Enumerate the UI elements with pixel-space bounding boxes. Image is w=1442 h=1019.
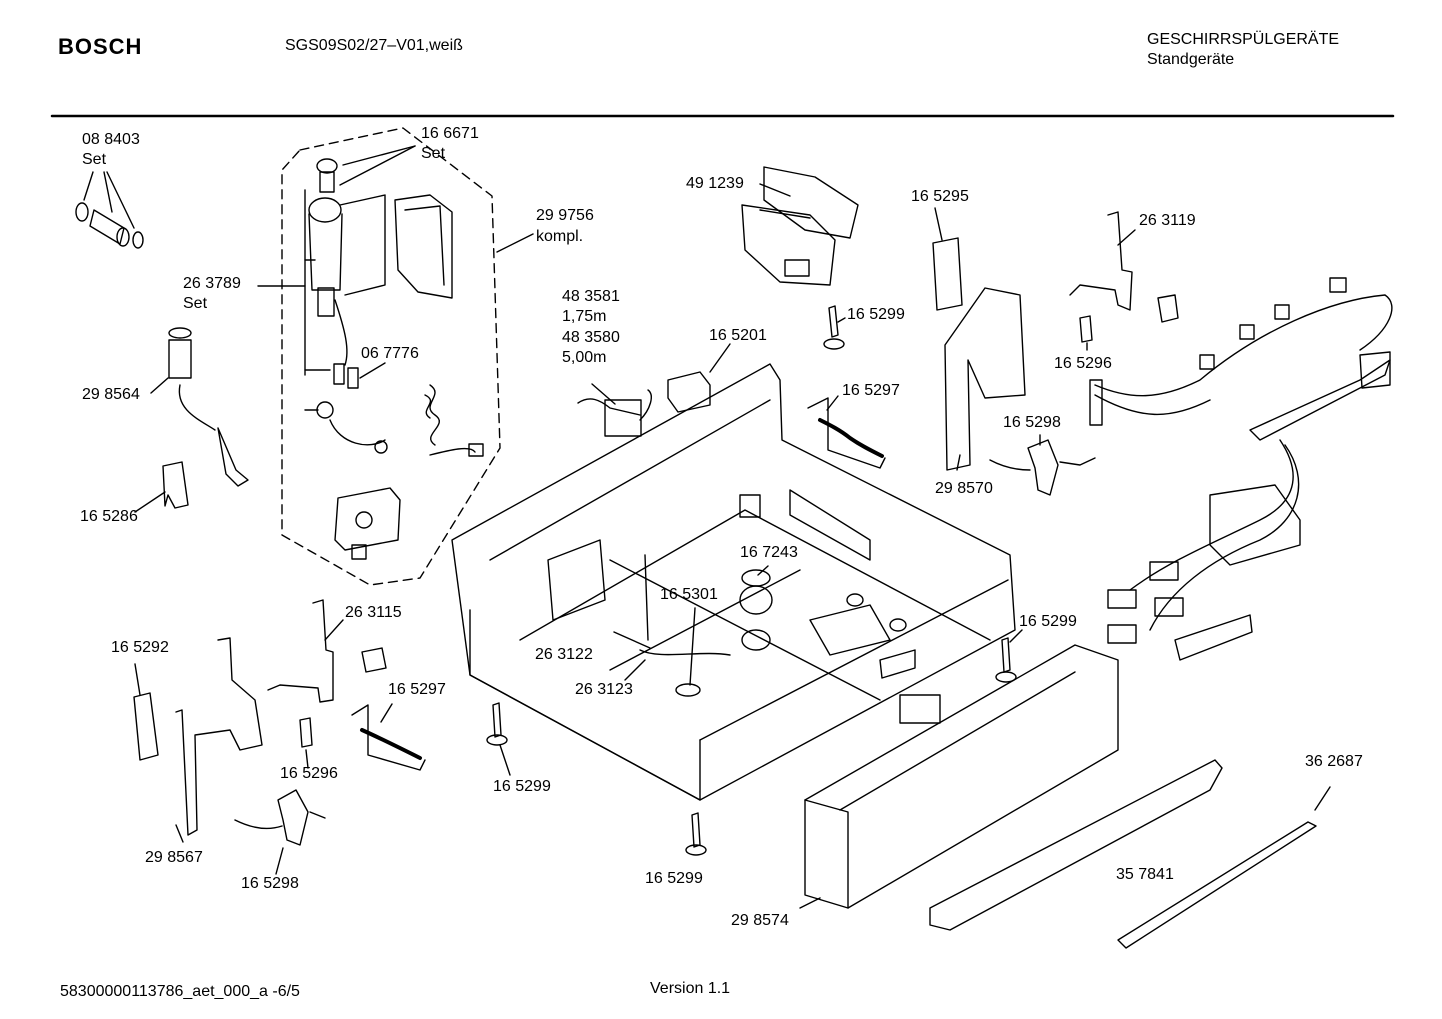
part-number-label: 06 7776 bbox=[361, 345, 419, 362]
part-number-label: 16 5298 bbox=[1003, 414, 1061, 431]
part-number-label: 36 2687 bbox=[1305, 753, 1363, 770]
float-switch-b bbox=[277, 789, 309, 846]
float-switch-a bbox=[1027, 439, 1059, 496]
part-number-label: 29 8574 bbox=[731, 912, 789, 929]
wiring-harness bbox=[1094, 294, 1393, 397]
part-number-label: 16 5301 bbox=[660, 586, 718, 603]
trim-357841 bbox=[929, 759, 1223, 931]
part-number-label: 26 3789 bbox=[183, 275, 241, 292]
part-number-label: 29 8570 bbox=[935, 480, 993, 497]
hose-clamp-set bbox=[75, 202, 144, 249]
part-number-label: 16 5297 bbox=[388, 681, 446, 698]
flow-meter bbox=[334, 487, 401, 551]
part-note-label: kompl. bbox=[536, 228, 584, 245]
part-number-label: 16 5299 bbox=[645, 870, 703, 887]
kick-plate bbox=[804, 644, 1119, 909]
pressure-tube bbox=[644, 554, 649, 641]
version-label: Version 1.1 bbox=[650, 980, 731, 997]
valve-assembly-outline bbox=[281, 127, 501, 586]
part-number-label: 16 5292 bbox=[111, 639, 169, 656]
part-number-label: 08 8403 bbox=[82, 131, 140, 148]
spring-bracket-a bbox=[807, 397, 886, 469]
clip-165286 bbox=[162, 461, 189, 509]
category-title: GESCHIRRSPÜLGERÄTE bbox=[1147, 31, 1340, 48]
part-number-label: 29 9756 bbox=[536, 207, 594, 224]
connector-165201 bbox=[667, 371, 711, 413]
bracket-263119 bbox=[1069, 211, 1133, 311]
part-number-label: 16 5296 bbox=[280, 765, 338, 782]
coiled-hose bbox=[429, 384, 440, 446]
part-number-label: 16 5297 bbox=[842, 382, 900, 399]
part-number-label: 16 5299 bbox=[493, 778, 551, 795]
document-id: 58300000113786_aet_000_a -6/5 bbox=[60, 983, 300, 1000]
screw-a bbox=[823, 305, 845, 350]
bracket-298570 bbox=[944, 287, 1026, 471]
part-number-label: 16 5296 bbox=[1054, 355, 1112, 372]
connector-clip bbox=[333, 363, 345, 385]
part-number-label: 48 3580 bbox=[562, 329, 620, 346]
part-note-label: 5,00m bbox=[562, 349, 607, 366]
strip-362687 bbox=[1117, 821, 1317, 949]
brand-logo: BOSCH bbox=[58, 34, 143, 59]
part-number-label: 26 3115 bbox=[345, 604, 402, 621]
corrugated-hose bbox=[168, 339, 192, 379]
part-number-label: 26 3122 bbox=[535, 646, 593, 663]
part-number-label: 29 8567 bbox=[145, 849, 203, 866]
part-number-label: 35 7841 bbox=[1116, 866, 1174, 883]
category-subtitle: Standgeräte bbox=[1147, 51, 1235, 68]
part-note-label: Set bbox=[183, 295, 208, 312]
screw-c bbox=[486, 702, 508, 746]
part-number-label: 16 5286 bbox=[80, 508, 138, 525]
bracket-263115 bbox=[267, 599, 334, 703]
part-number-label: 16 5299 bbox=[847, 306, 905, 323]
base-frame bbox=[451, 363, 1016, 801]
cable-483581 bbox=[577, 398, 641, 416]
part-note-label: Set bbox=[421, 145, 446, 162]
part-number-label: 26 3119 bbox=[1139, 212, 1196, 229]
part-number-label: 16 6671 bbox=[421, 125, 479, 142]
bracket-165295 bbox=[932, 237, 963, 311]
bracket-165292 bbox=[133, 692, 159, 761]
part-number-label: 16 5298 bbox=[241, 875, 299, 892]
part-number-label: 26 3123 bbox=[575, 681, 633, 698]
part-number-label: 16 5295 bbox=[911, 188, 969, 205]
part-number-label: 29 8564 bbox=[82, 386, 140, 403]
spring-bracket-b bbox=[351, 704, 426, 771]
screw-b bbox=[995, 637, 1017, 683]
bracket-298567 bbox=[175, 637, 263, 836]
part-note-label: Set bbox=[82, 151, 107, 168]
part-number-label: 16 7243 bbox=[740, 544, 798, 561]
model-number: SGS09S02/27–V01,weiß bbox=[285, 37, 463, 54]
part-number-label: 49 1239 bbox=[686, 175, 744, 192]
part-number-label: 16 5299 bbox=[1019, 613, 1077, 630]
part-number-label: 48 3581 bbox=[562, 288, 620, 305]
part-note-label: 1,75m bbox=[562, 308, 607, 325]
inlet-valve bbox=[308, 158, 453, 317]
electronics-module bbox=[741, 166, 859, 286]
screw-d bbox=[685, 812, 707, 856]
part-number-label: 16 5201 bbox=[709, 327, 767, 344]
